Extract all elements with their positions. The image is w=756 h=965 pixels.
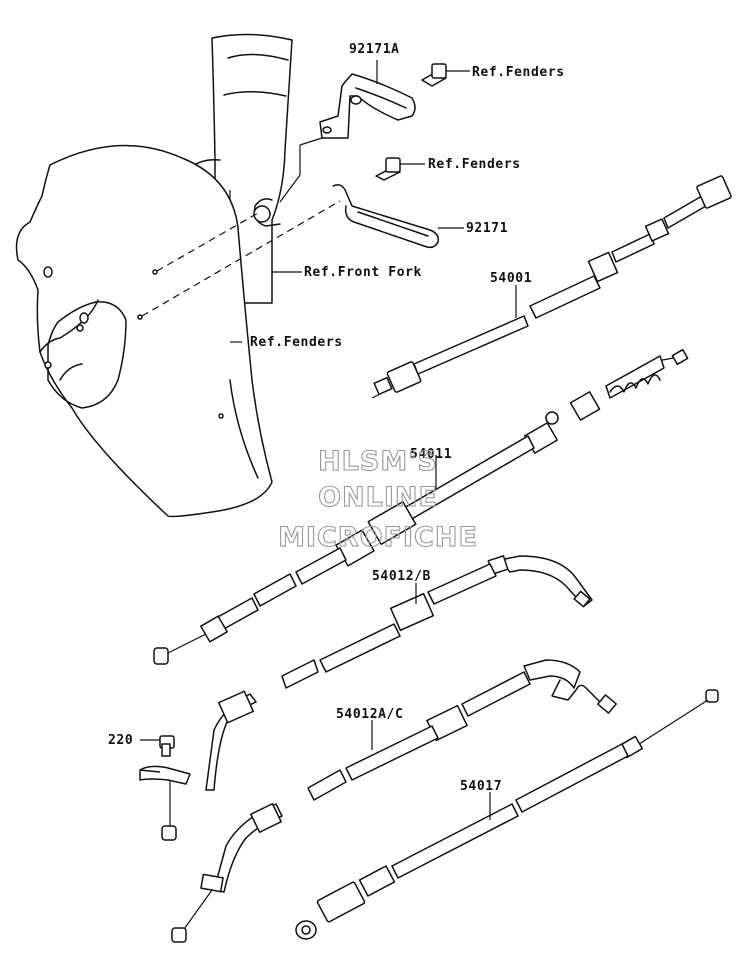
label-54011: 54011 <box>410 447 452 462</box>
watermark-line-2: ONLINE <box>318 482 438 513</box>
label-ref-front-fork: Ref.Front Fork <box>304 265 422 280</box>
leader-lines <box>230 174 302 343</box>
bolt-upper <box>421 63 470 87</box>
label-92171: 92171 <box>466 221 508 236</box>
cable-54011 <box>153 348 689 665</box>
throttle-cable-54012ac <box>139 659 617 943</box>
label-ref-fenders-middle: Ref.Fenders <box>428 157 521 172</box>
label-54012-b: 54012/B <box>372 569 431 584</box>
label-92171a: 92171A <box>349 42 400 57</box>
label-54001: 54001 <box>490 271 532 286</box>
throttle-cable-54012b <box>139 555 593 841</box>
watermark-line-1: HLSM'S <box>318 446 438 477</box>
speedometer-cable-54001 <box>371 175 732 399</box>
label-54012a-c: 54012A/C <box>336 707 403 722</box>
bracket-92171a <box>299 60 416 175</box>
watermark-line-3: MICROFICHE <box>278 522 478 553</box>
cable-54017 <box>295 689 719 940</box>
label-54017: 54017 <box>460 779 502 794</box>
watermark: HLSM'S ONLINE MICROFICHE <box>278 445 478 553</box>
bolt-lower <box>375 157 425 181</box>
label-ref-fenders-lower: Ref.Fenders <box>250 335 343 350</box>
label-220: 220 <box>108 733 133 748</box>
front-fender <box>15 144 341 518</box>
label-ref-fenders-upper: Ref.Fenders <box>472 65 565 80</box>
clamp-92171 <box>332 184 464 249</box>
